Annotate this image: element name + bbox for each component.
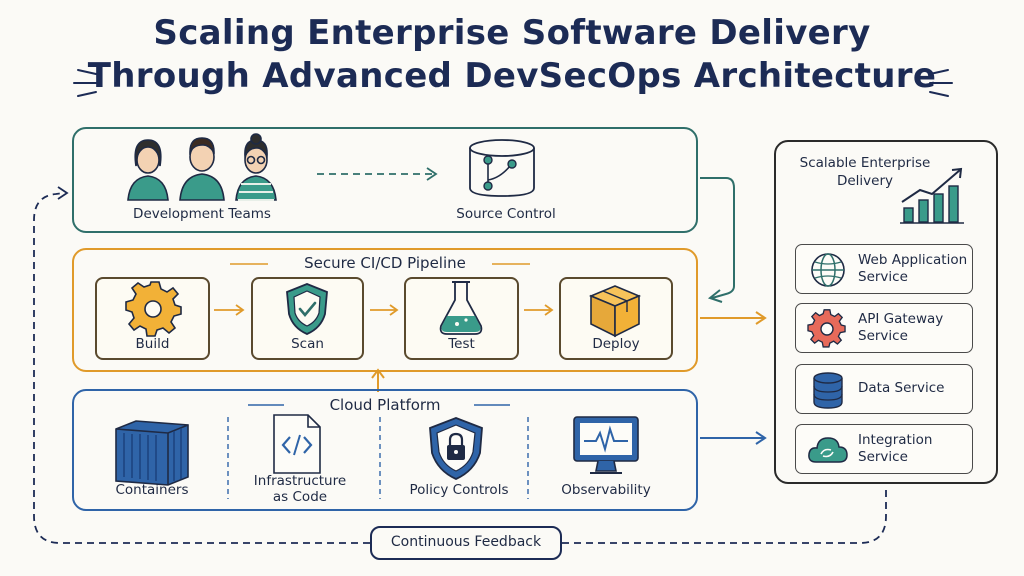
delivery-panel xyxy=(774,140,998,484)
stage-scan-label: Scan xyxy=(291,336,324,352)
containers-label: Containers xyxy=(115,482,189,498)
delivery-title-line2: Delivery xyxy=(836,173,894,189)
delivery-title-line1: Scalable Enterprise xyxy=(799,155,931,171)
continuous-feedback-label: Continuous Feedback xyxy=(390,534,542,550)
gear-icon xyxy=(807,309,846,348)
observability-label: Observability xyxy=(561,482,651,498)
dev-teams-label: Development Teams xyxy=(133,206,271,222)
title-line-2: Through Advanced DevSecOps Architecture xyxy=(87,56,937,96)
title-dashes xyxy=(73,69,953,97)
policy-controls-label: Policy Controls xyxy=(409,482,509,498)
service-data-label: Data Service xyxy=(858,380,945,396)
title-line-1: Scaling Enterprise Software Delivery xyxy=(153,13,871,53)
shield-check-icon xyxy=(286,283,328,335)
cloud-panel xyxy=(72,389,698,511)
database-icon xyxy=(813,372,843,409)
growth-chart-icon xyxy=(900,167,964,224)
cloud-to-delivery-arrow xyxy=(700,431,767,445)
globe-icon xyxy=(811,253,845,287)
stage-build-label: Build xyxy=(135,336,170,352)
gear-icon xyxy=(125,281,182,337)
pipeline-panel xyxy=(72,248,698,372)
code-file-icon xyxy=(273,414,321,474)
iac-label-line2: as Code xyxy=(272,489,328,505)
container-icon xyxy=(115,420,189,486)
cloud-icon xyxy=(808,437,848,463)
stage-test-label: Test xyxy=(448,336,475,352)
people-icon xyxy=(127,133,277,201)
person-right xyxy=(235,133,277,201)
cloud-title: Cloud Platform xyxy=(329,396,441,414)
shield-lock-icon xyxy=(429,417,483,480)
pipeline-title-rules xyxy=(230,263,530,265)
stage-deploy-label: Deploy xyxy=(592,336,640,352)
cloud-panel-decor xyxy=(115,404,639,499)
box-icon xyxy=(588,285,642,338)
pipeline-title: Secure CI/CD Pipeline xyxy=(304,254,466,272)
flask-icon xyxy=(439,281,483,335)
person-middle xyxy=(179,137,225,201)
cloud-to-pipeline-arrow xyxy=(371,368,385,392)
source-to-pipeline-arrow xyxy=(700,177,735,303)
person-left xyxy=(127,139,169,201)
monitor-pulse-icon xyxy=(573,416,639,474)
source-control-icon xyxy=(469,139,535,197)
dashed-arrow-to-source xyxy=(317,167,438,181)
continuous-feedback[interactable] xyxy=(370,526,562,560)
pipeline-icons xyxy=(125,281,642,338)
source-control-label: Source Control xyxy=(456,206,556,222)
pipeline-to-delivery-arrow xyxy=(700,311,767,325)
service-data[interactable]: Data Service xyxy=(795,364,973,414)
page-title: Scaling Enterprise Software Delivery Thr… xyxy=(0,12,1024,98)
development-panel xyxy=(72,127,698,233)
iac-label-line1: Infrastructure xyxy=(253,473,347,489)
